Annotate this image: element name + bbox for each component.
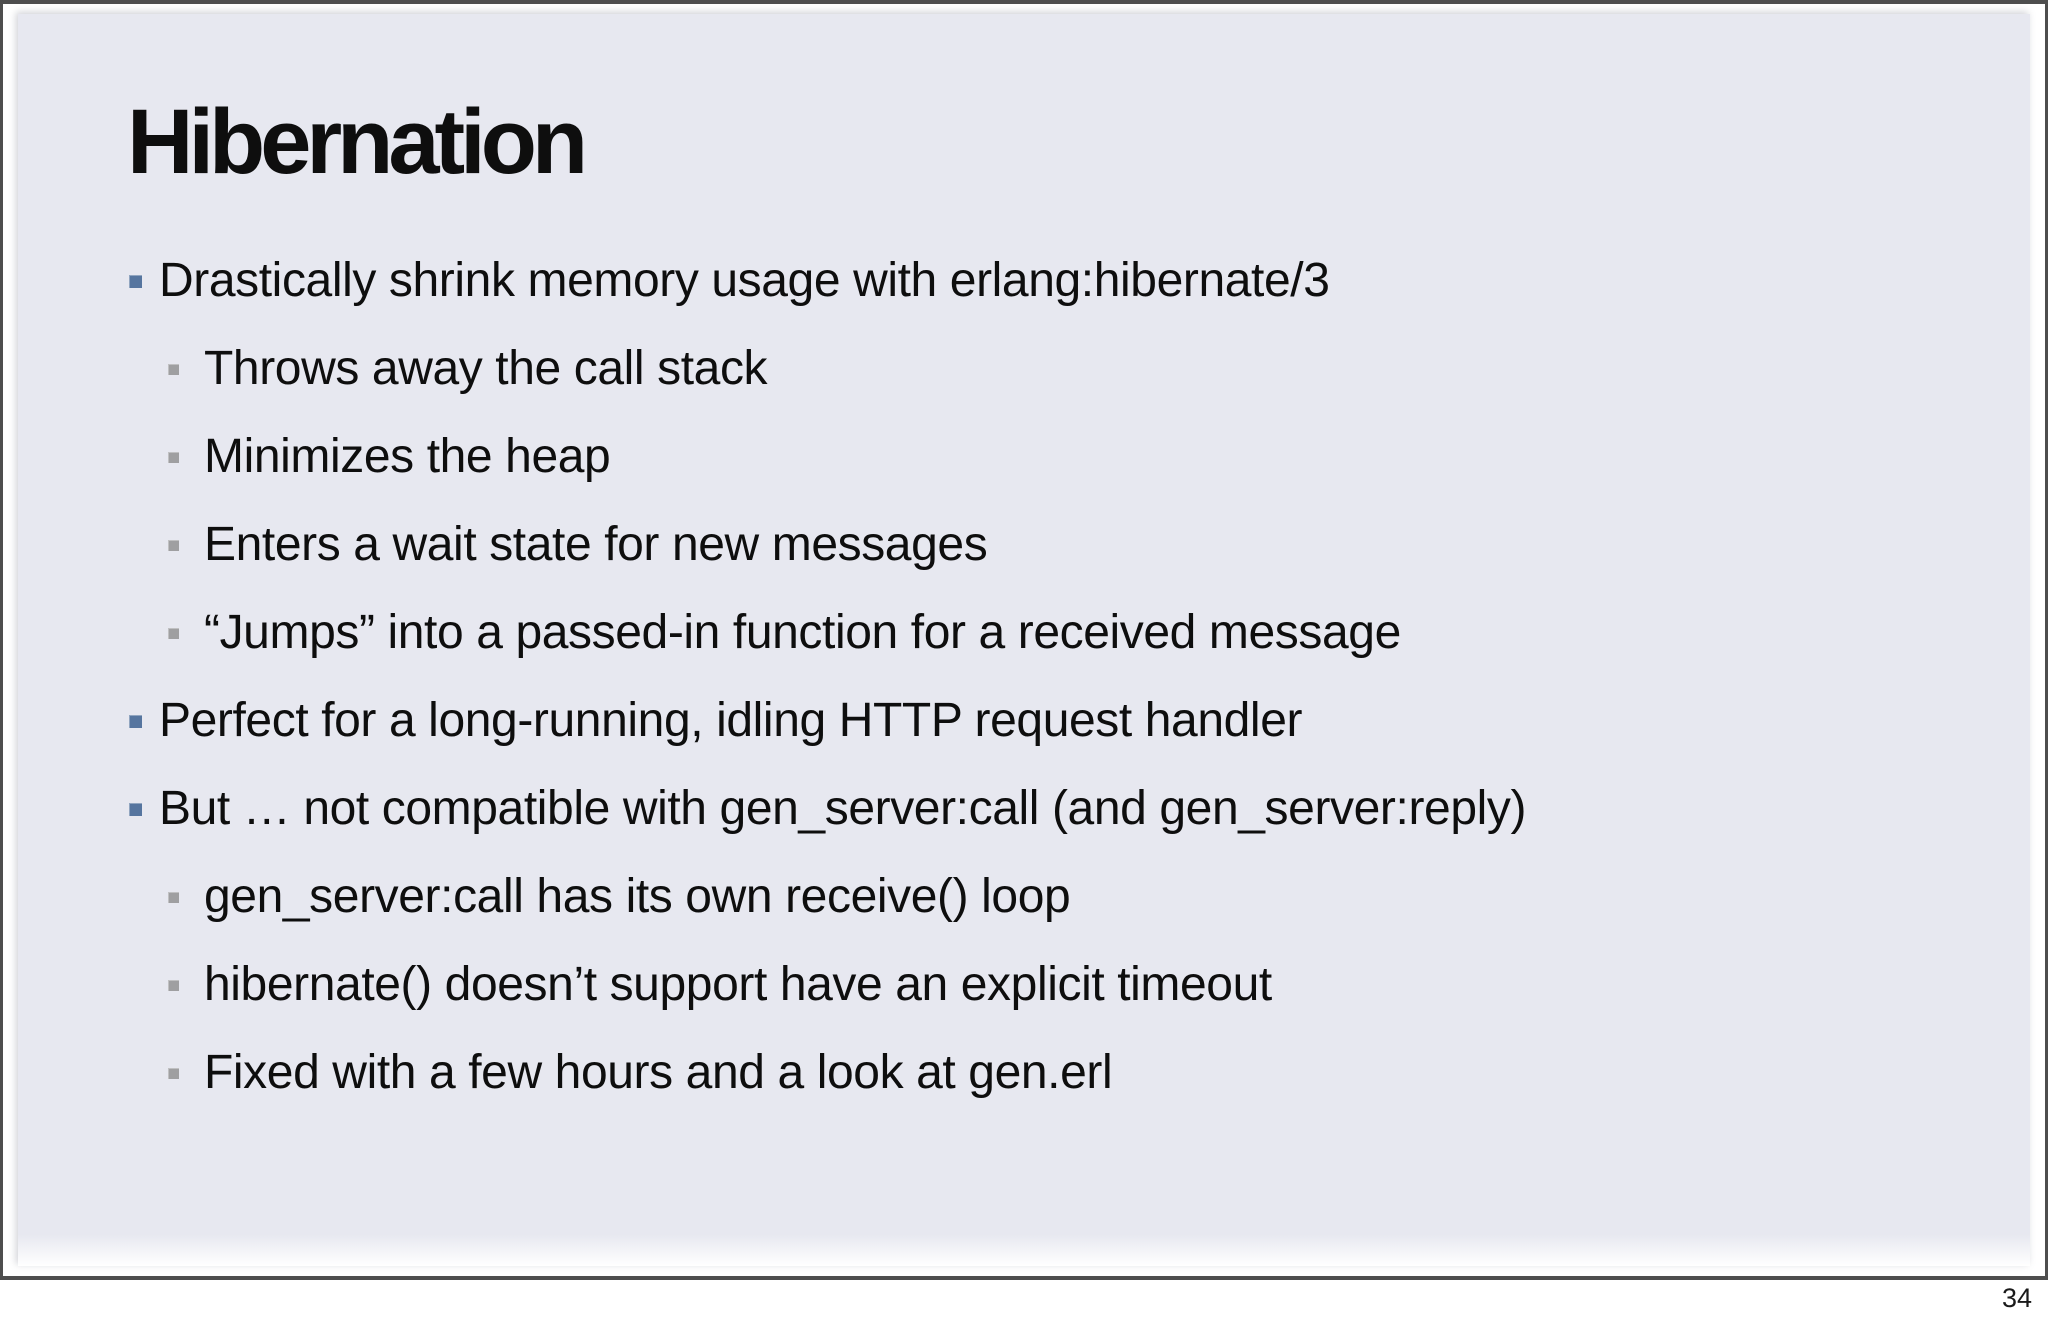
bullet-item: Throws away the call stack bbox=[128, 324, 1990, 412]
bullet-list: Drastically shrink memory usage with erl… bbox=[128, 236, 1990, 1116]
bullet-text: Perfect for a long-running, idling HTTP … bbox=[159, 693, 1303, 747]
slide-title: Hibernation bbox=[127, 91, 588, 193]
bullet-text: Drastically shrink memory usage with erl… bbox=[159, 253, 1330, 307]
square-bullet-icon bbox=[168, 451, 179, 463]
bullet-text: “Jumps” into a passed-in function for a … bbox=[204, 605, 1401, 659]
slide-frame: Hibernation Drastically shrink memory us… bbox=[0, 0, 2048, 1280]
square-bullet-icon bbox=[129, 714, 142, 728]
bullet-item: But … not compatible with gen_server:cal… bbox=[128, 764, 1990, 852]
bullet-item: hibernate() doesn’t support have an expl… bbox=[128, 940, 1990, 1028]
bullet-text: Throws away the call stack bbox=[204, 341, 768, 395]
page-number-label: 34 bbox=[2001, 1283, 2032, 1313]
bullet-text: hibernate() doesn’t support have an expl… bbox=[204, 957, 1272, 1011]
square-bullet-icon bbox=[168, 363, 179, 375]
bullet-item: “Jumps” into a passed-in function for a … bbox=[128, 588, 1990, 676]
square-bullet-icon bbox=[129, 274, 142, 288]
bullet-item: gen_server:call has its own receive() lo… bbox=[128, 852, 1990, 940]
bullet-item: Drastically shrink memory usage with erl… bbox=[128, 236, 1990, 324]
square-bullet-icon bbox=[168, 627, 179, 639]
square-bullet-icon bbox=[168, 891, 179, 903]
square-bullet-icon bbox=[129, 802, 142, 816]
bullet-text: Enters a wait state for new messages bbox=[204, 517, 988, 571]
bullet-item: Enters a wait state for new messages bbox=[128, 500, 1990, 588]
bullet-item: Fixed with a few hours and a look at gen… bbox=[128, 1028, 1990, 1116]
bullet-text: Fixed with a few hours and a look at gen… bbox=[204, 1045, 1113, 1099]
square-bullet-icon bbox=[168, 979, 179, 991]
bullet-item: Minimizes the heap bbox=[128, 412, 1990, 500]
bullet-text: Minimizes the heap bbox=[204, 429, 611, 483]
bullet-text: But … not compatible with gen_server:cal… bbox=[159, 781, 1527, 835]
bullet-item: Perfect for a long-running, idling HTTP … bbox=[128, 676, 1990, 764]
square-bullet-icon bbox=[168, 539, 179, 551]
bullet-text: gen_server:call has its own receive() lo… bbox=[204, 869, 1071, 923]
square-bullet-icon bbox=[168, 1067, 179, 1079]
slide: Hibernation Drastically shrink memory us… bbox=[18, 14, 2030, 1266]
